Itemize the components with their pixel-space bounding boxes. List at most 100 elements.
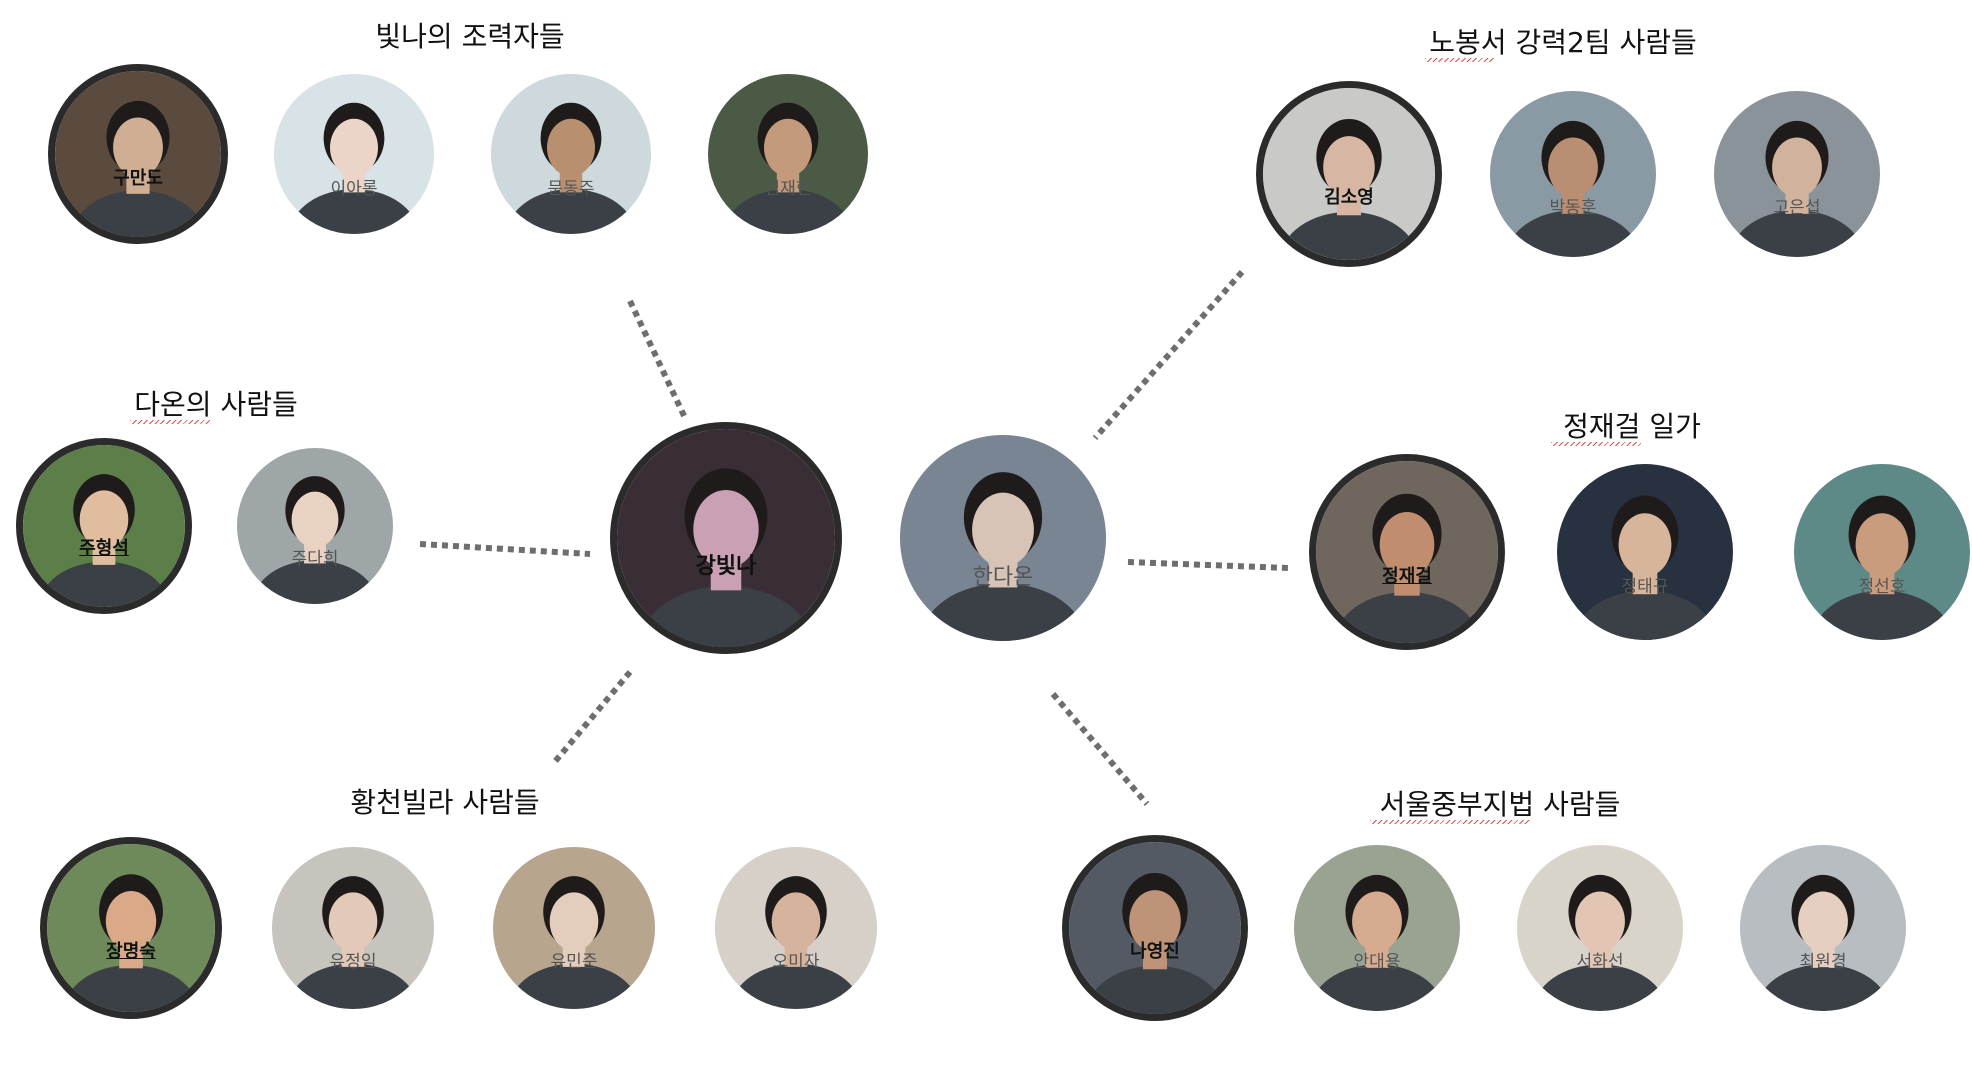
portrait-shoulders [638, 585, 814, 647]
person-gu-mando[interactable]: 구만도 [48, 64, 228, 244]
person-name: 강빛나 [695, 554, 757, 579]
portrait-photo [272, 847, 434, 1009]
avatar [1517, 845, 1683, 1011]
avatar [40, 837, 222, 1019]
person-go-eunseop[interactable]: 고은섭 [1714, 91, 1880, 257]
portrait-photo [1316, 461, 1498, 643]
portrait-shoulders [1533, 964, 1667, 1011]
portrait-face [693, 490, 759, 569]
portrait-shoulders [1310, 964, 1444, 1011]
person-name: 정재걸 [1382, 566, 1432, 587]
person-name: 김소영 [1324, 187, 1374, 208]
person-name: 유정임 [329, 952, 377, 972]
person-name: 나영진 [1130, 941, 1180, 962]
portrait-shoulders [71, 190, 205, 237]
portrait-photo [1490, 91, 1656, 257]
connector-binna-to-villa [550, 670, 633, 766]
person-han-daon[interactable]: 한다온 [900, 435, 1106, 641]
person-na-yeongjin[interactable]: 나영진 [1062, 835, 1248, 1021]
portrait-photo [493, 847, 655, 1009]
person-yu-jeongim[interactable]: 유정임 [272, 847, 434, 1009]
person-jang-myeongsuk[interactable]: 장명숙 [40, 837, 222, 1019]
portrait-face [291, 491, 339, 548]
portrait-photo [715, 847, 877, 1009]
portrait-shoulders [1086, 965, 1224, 1014]
portrait-shoulders [1506, 210, 1640, 257]
group-title-seoul-court: 서울중부지법 사람들 [1379, 788, 1621, 821]
avatar [1794, 464, 1970, 640]
portrait-face [328, 892, 378, 951]
portrait-shoulders [1756, 964, 1890, 1011]
portrait-face [79, 490, 129, 549]
portrait-face [113, 117, 163, 178]
person-name: 안대용 [1353, 952, 1401, 972]
person-kang-binna[interactable]: 강빛나 [610, 422, 842, 654]
person-name: 김재현 [764, 179, 812, 199]
portrait-shoulders [1811, 590, 1953, 640]
portrait-face [1548, 137, 1598, 198]
portrait-photo [47, 844, 215, 1012]
portrait-face [549, 892, 599, 951]
group-title-daon-people: 다온의 사람들 [134, 388, 298, 421]
portrait-photo [1714, 91, 1880, 257]
portrait-face [1352, 891, 1402, 952]
person-jung-seonho[interactable]: 정선호 [1794, 464, 1970, 640]
portrait-shoulders [507, 189, 635, 234]
avatar [48, 64, 228, 244]
connector-daon-to-police [1092, 270, 1245, 440]
person-choe-wongyeong[interactable]: 최원경 [1740, 845, 1906, 1011]
person-i-arong[interactable]: 이아롱 [274, 74, 434, 234]
person-kim-jaehyeon[interactable]: 김재현 [708, 74, 868, 234]
portrait-photo [237, 448, 393, 604]
portrait-photo [1740, 845, 1906, 1011]
person-name: 주형석 [79, 538, 129, 559]
person-name: 박동훈 [1549, 198, 1597, 218]
spellcheck-underline [130, 420, 210, 424]
avatar [1256, 81, 1442, 267]
person-jung-taegyu[interactable]: 정태규 [1557, 464, 1733, 640]
person-seo-hwaseon[interactable]: 서화선 [1517, 845, 1683, 1011]
person-ju-dahui[interactable]: 주다희 [237, 448, 393, 604]
person-ju-hyeongseok[interactable]: 주형석 [16, 438, 192, 614]
portrait-shoulders [1574, 590, 1716, 640]
portrait-photo [55, 71, 221, 237]
person-an-daeyong[interactable]: 안대용 [1294, 845, 1460, 1011]
portrait-photo [274, 74, 434, 234]
avatar [491, 74, 651, 234]
person-name: 고은섭 [1773, 198, 1821, 218]
avatar [1490, 91, 1656, 257]
connector-daon-to-court [1050, 692, 1150, 806]
portrait-face [771, 892, 821, 951]
portrait-shoulders [39, 561, 169, 607]
portrait-shoulders [290, 189, 418, 234]
person-jung-jaegeol[interactable]: 정재걸 [1309, 454, 1505, 650]
person-name: 유민준 [550, 952, 598, 972]
portrait-face [547, 118, 595, 177]
person-name: 최원경 [1799, 952, 1847, 972]
portrait-photo [23, 445, 185, 607]
portrait-photo [900, 435, 1106, 641]
portrait-face [1323, 136, 1375, 199]
portrait-shoulders [724, 189, 852, 234]
person-bak-donghun[interactable]: 박동훈 [1490, 91, 1656, 257]
group-title-nobong-team2: 노봉서 강력2팀 사람들 [1429, 26, 1697, 59]
portrait-shoulders [920, 583, 1086, 641]
avatar [1557, 464, 1733, 640]
portrait-face [1379, 511, 1435, 578]
person-mun-dongju[interactable]: 문동주 [491, 74, 651, 234]
portrait-face [972, 492, 1034, 567]
portrait-face [764, 118, 812, 177]
person-kim-soyeong[interactable]: 김소영 [1256, 81, 1442, 267]
avatar [1294, 845, 1460, 1011]
person-name: 이아롱 [330, 179, 378, 199]
avatar [708, 74, 868, 234]
person-yu-minjun[interactable]: 유민준 [493, 847, 655, 1009]
avatar [237, 448, 393, 604]
person-name: 오미자 [772, 952, 820, 972]
portrait-shoulders [63, 964, 199, 1012]
connector-binna-to-daon-people [419, 541, 591, 557]
avatar [715, 847, 877, 1009]
spellcheck-underline [1425, 58, 1495, 62]
person-o-mija[interactable]: 오미자 [715, 847, 877, 1009]
portrait-face [1575, 891, 1625, 952]
